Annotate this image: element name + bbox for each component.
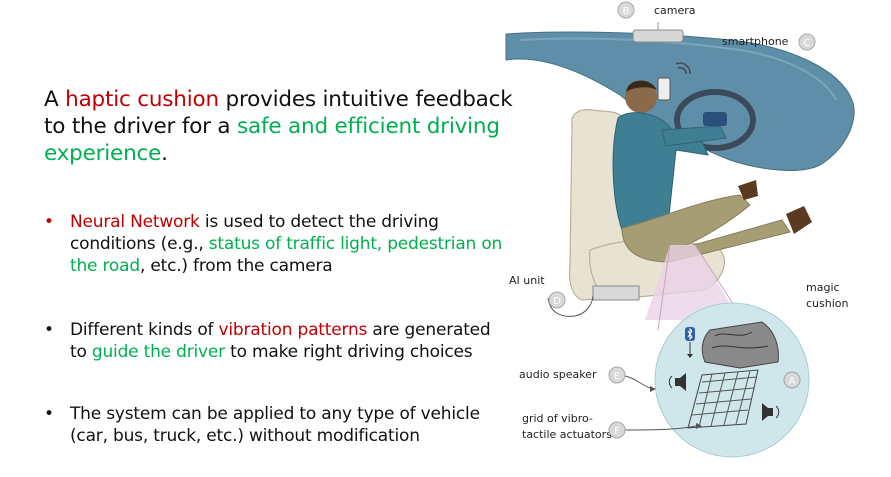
camera-device (632, 29, 684, 43)
label-ai-unit: AI unit (509, 274, 545, 287)
label-cushion: cushion (806, 297, 849, 310)
driver-head (625, 81, 657, 113)
svg-text:C: C (804, 38, 811, 49)
svg-text:A: A (789, 376, 796, 387)
bullet-marker: • (44, 320, 54, 340)
cushion-illustration (701, 321, 779, 369)
driver-legs (621, 194, 791, 263)
badge-camera: B (617, 1, 635, 19)
label-grid-line2: tactile actuators (522, 428, 612, 441)
svg-text:B: B (623, 6, 630, 17)
headline-highlight-haptic: haptic cushion (65, 87, 219, 112)
badge-audio-speaker: E (608, 366, 626, 384)
highlight-vibration-patterns: vibration patterns (218, 320, 368, 340)
bullet-marker: • (44, 212, 54, 232)
actuator-grid (687, 369, 759, 429)
highlight-neural-network: Neural Network (70, 212, 200, 232)
speaker-icon-left (668, 373, 686, 391)
highlight-guide-driver: guide the driver (91, 342, 225, 362)
label-audio-speaker: audio speaker (519, 368, 597, 381)
bluetooth-icon (685, 327, 695, 358)
label-smartphone: smartphone (722, 35, 789, 48)
badge-ai-unit: D (548, 291, 566, 309)
label-camera: camera (654, 4, 696, 17)
speaker-icon-right (762, 403, 780, 421)
ai-unit-box (592, 285, 640, 301)
car-interior-diagram: B camera smartphone C AI unit D magic cu… (505, 1, 855, 458)
label-magic: magic (806, 281, 840, 294)
steering-wheel (674, 89, 756, 151)
label-grid-line1: grid of vibro- (522, 412, 593, 425)
badge-smartphone: C (798, 33, 816, 51)
headline: A haptic cushion provides intuitive feed… (44, 87, 513, 166)
headline-highlight-safe: safe and efficient driving experience (44, 114, 500, 166)
svg-text:E: E (614, 371, 620, 382)
highlight-traffic-status: status of traffic light, pedestrian on t… (70, 234, 503, 276)
badge-grid: F (608, 421, 626, 439)
svg-text:F: F (614, 426, 620, 437)
dashboard (505, 31, 855, 171)
bullet-marker: • (44, 404, 54, 424)
badge-magic-cushion: A (783, 371, 801, 389)
smartphone-device (657, 77, 671, 101)
svg-text:D: D (553, 296, 561, 307)
